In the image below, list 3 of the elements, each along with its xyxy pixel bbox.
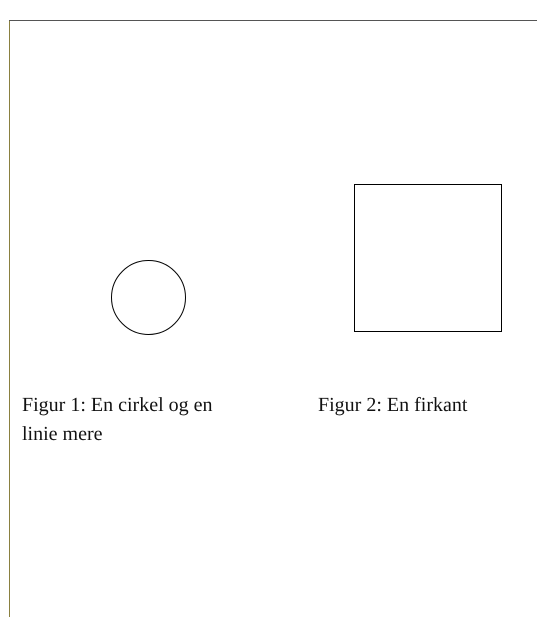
figure-caption: Figur 1: En cirkel og en linie mere	[22, 393, 214, 447]
square-shape	[354, 184, 502, 332]
figure-caption: Figur 2: En firkant	[318, 393, 468, 418]
